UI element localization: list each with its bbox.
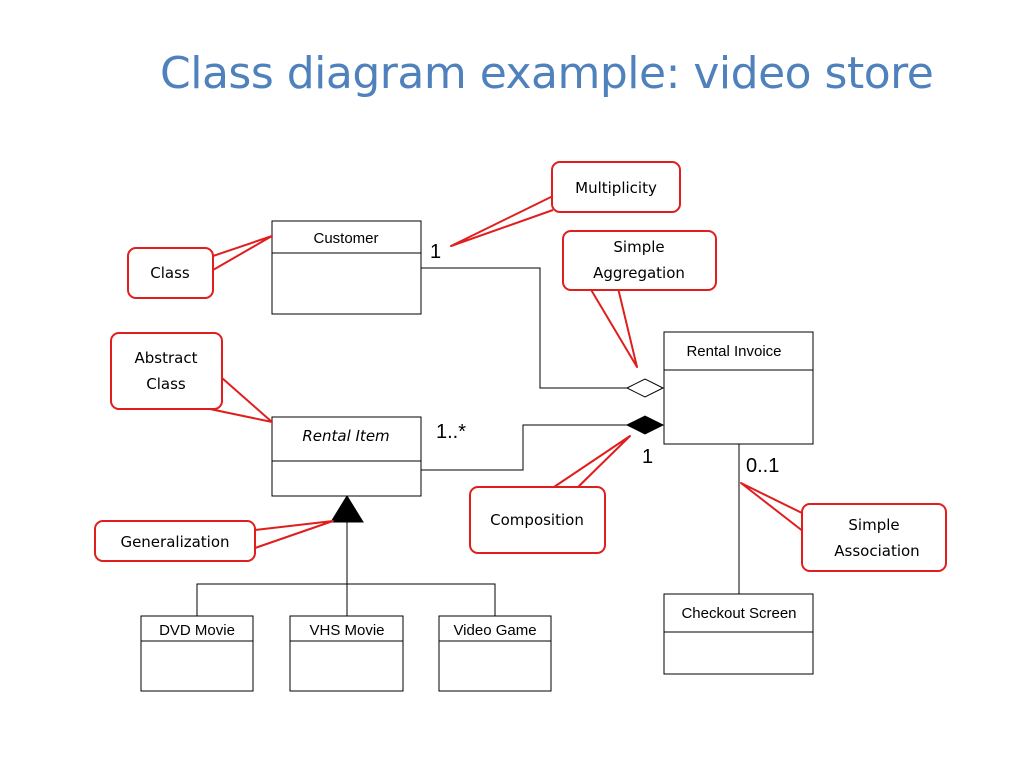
class-dvd-movie-name: DVD Movie [159, 622, 235, 639]
callout-abstract-class [110, 332, 223, 410]
callout-multiplicity-text: Multiplicity [575, 179, 657, 197]
class-rental-item[interactable]: Rental Item [271, 416, 422, 497]
multiplicity-rental-item-end: 1..* [436, 421, 466, 443]
class-checkout-screen[interactable]: Checkout Screen [663, 593, 814, 675]
multiplicity-invoice-composition-end: 1 [642, 446, 653, 468]
callout-simple-aggregation [562, 230, 717, 291]
aggregation-hollow-diamond-icon [625, 378, 665, 398]
callout-multiplicity [551, 161, 681, 213]
generalization-triangle-icon [330, 495, 364, 523]
callout-class-pointer [212, 235, 273, 271]
class-rental-invoice-name: Rental Invoice [686, 343, 781, 360]
callout-abstract-class-line1: Abstract [135, 349, 198, 367]
class-rental-invoice[interactable]: Rental Invoice [663, 331, 814, 445]
composition-filled-diamond-icon [625, 415, 665, 435]
class-customer-name: Customer [313, 230, 378, 247]
multiplicity-customer-end: 1 [430, 241, 441, 263]
callout-abstract-class-line2: Class [146, 375, 186, 393]
class-customer[interactable]: Customer [271, 220, 422, 315]
composition-line [421, 424, 627, 471]
callout-simple-association-line1: Simple [848, 516, 899, 534]
callout-composition-pointer [550, 435, 631, 490]
slide-title: Class diagram example: video store [160, 48, 934, 99]
callout-simple-association-line2: Association [834, 542, 919, 560]
class-vhs-movie-name: VHS Movie [309, 622, 384, 639]
callout-composition-text: Composition [490, 511, 584, 529]
callout-simple-aggregation-line2: Aggregation [593, 264, 685, 282]
class-vhs-movie[interactable]: VHS Movie [289, 615, 404, 692]
callout-composition [469, 486, 606, 554]
callout-aggregation-pointer [589, 287, 638, 368]
callout-association-pointer [740, 482, 805, 533]
callout-generalization-pointer [254, 520, 334, 549]
callout-generalization [94, 520, 256, 562]
aggregation-line [421, 267, 627, 389]
callout-simple-aggregation-line1: Simple [613, 238, 664, 256]
multiplicity-invoice-association-end: 0..1 [746, 455, 779, 477]
callout-simple-association [801, 503, 947, 572]
callout-multiplicity-pointer [450, 195, 554, 247]
callout-class [127, 247, 214, 299]
callout-class-text: Class [150, 264, 190, 282]
class-rental-item-name: Rental Item [302, 427, 389, 445]
class-checkout-screen-name: Checkout Screen [681, 605, 796, 622]
generalization-branch-line [196, 583, 496, 616]
class-video-game-name: Video Game [453, 622, 536, 639]
class-dvd-movie[interactable]: DVD Movie [140, 615, 254, 692]
callout-generalization-text: Generalization [120, 533, 229, 551]
class-video-game[interactable]: Video Game [438, 615, 552, 692]
